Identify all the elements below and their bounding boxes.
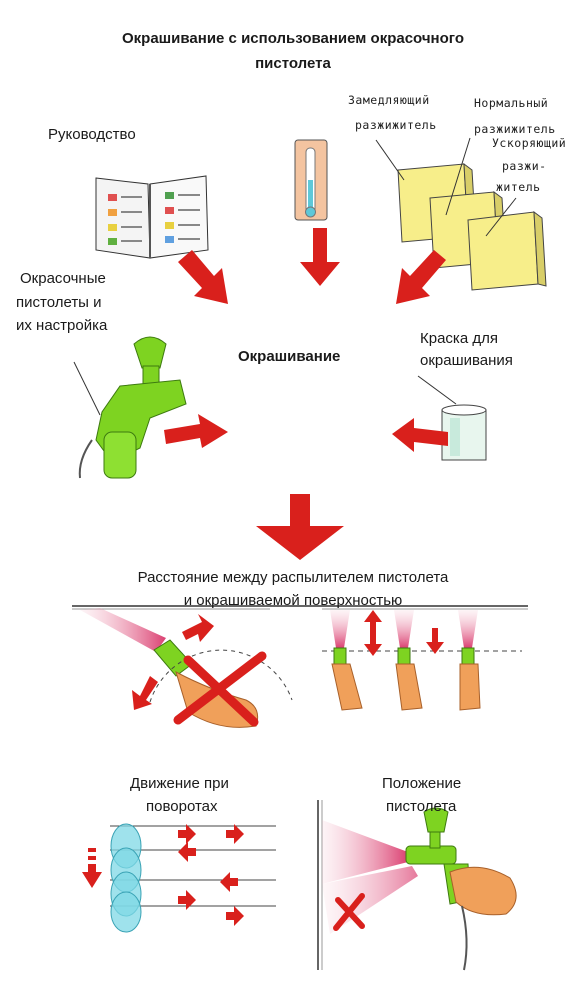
position-label-2: пистолета — [386, 798, 457, 815]
position-label-1: Положение — [382, 775, 462, 792]
arrow-thinner-icon — [396, 250, 446, 304]
distance-label-1: Расстояние между распылителем пистолета — [137, 569, 449, 586]
thinner-normal-label-1: Нормальный — [474, 96, 549, 110]
thinner-can-fast-icon — [467, 210, 547, 291]
gun-tilted-icon — [153, 639, 259, 728]
arrow-right-row3-icon — [178, 890, 244, 926]
thinner-slow-label-1: Замедляющий — [348, 93, 430, 107]
distance-label-2: и окрашиваемой поверхностью — [183, 592, 403, 609]
leader-line — [445, 137, 471, 216]
arrow-paint-icon — [392, 418, 448, 452]
guns-label-3: их настройка — [16, 317, 108, 334]
arrow-manual-icon — [178, 250, 228, 304]
manual-book-icon — [95, 175, 209, 259]
paint-label-2: окрашивания — [420, 352, 513, 369]
leader-line — [375, 139, 405, 181]
turns-label-1: Движение при — [130, 775, 229, 792]
spray-pattern-ovals-icon — [110, 823, 142, 933]
diagram-title: Окрашивание с использованием окрасочного… — [0, 26, 586, 76]
title-line-2: пистолета — [255, 55, 331, 72]
spray-fan-tilted-icon — [80, 608, 166, 652]
spray-fan-correct-icon — [322, 820, 408, 884]
thinner-slow-label-2: разжижитель — [355, 118, 437, 132]
spray-gun-vertical-2-icon — [394, 610, 423, 711]
arrow-rotate-icon — [132, 614, 214, 710]
spray-gun-vertical-3-icon — [458, 610, 481, 711]
guns-label-2: пистолеты и — [16, 294, 102, 311]
spray-gun-icon — [73, 336, 187, 479]
arrow-down-big-icon — [256, 494, 344, 560]
arc-dashed — [149, 649, 293, 703]
turns-label-2: поворотах — [146, 798, 218, 815]
guns-label-1: Окрасочные — [20, 270, 106, 287]
paint-can-icon — [417, 375, 487, 461]
arrow-left-row2-icon — [178, 842, 238, 892]
thinner-fast-label-1: Ускоряющий — [492, 136, 567, 150]
arrow-thermometer-icon — [300, 228, 340, 286]
paint-label-1: Краска для — [420, 330, 498, 347]
arrow-gun-icon — [164, 414, 228, 448]
arrow-down-small-icon — [426, 628, 444, 654]
arrow-down-left-icon — [82, 848, 102, 888]
arrow-up-down-icon — [364, 610, 382, 656]
leader-line — [485, 197, 517, 237]
wrong-cross-small-icon — [333, 893, 365, 931]
spray-gun-side-icon — [405, 807, 517, 971]
wrong-cross-icon — [173, 651, 267, 727]
arrow-right-row1-icon — [178, 824, 244, 844]
spray-gun-vertical-1-icon — [330, 610, 363, 711]
guide-label: Руководство — [48, 126, 136, 143]
thermometer-icon — [294, 139, 328, 221]
center-label: Окрашивание — [238, 348, 341, 365]
thinner-fast-label-3: житель — [496, 180, 541, 194]
title-line-1: Окрашивание с использованием окрасочного — [122, 30, 464, 47]
thinner-normal-label-2: разжижитель — [474, 122, 556, 136]
thinner-fast-label-2: разжи- — [502, 159, 547, 173]
